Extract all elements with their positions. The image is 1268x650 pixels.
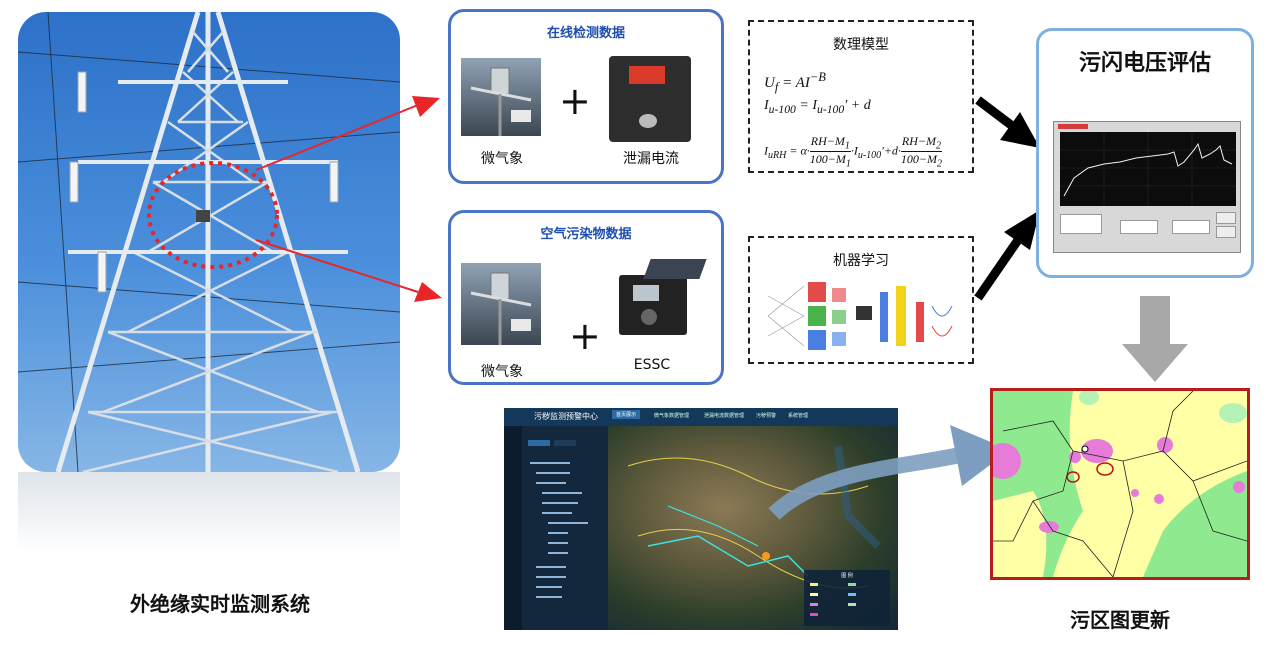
map-caption: 污区图更新 [1070,608,1170,632]
air-pollution-box: 空气污染物数据 + 微气象 ESSC [448,210,724,385]
micro-weather-photo-2 [461,263,541,345]
highlight-circle [147,161,279,269]
math-model-box: 数理模型 Uf = AI−B Iu-100 = Iu-100′ + d IuRH… [748,20,974,173]
monitoring-platform-screenshot: 污秽监测预警中心 首页展示 微气象数据管理 泄漏电流数据管理 污秽预警 系统管理 [504,408,898,630]
plus-sign: + [559,79,591,123]
leakage-current-device [609,56,691,142]
micro-weather-photo [461,58,541,136]
platform-nav-4[interactable]: 系统管理 [788,413,809,419]
air-item2-label: ESSC [633,357,671,373]
platform-header: 污秽监测预警中心 首页展示 微气象数据管理 泄漏电流数据管理 污秽预警 系统管理 [504,408,898,426]
pollution-zone-map [990,388,1250,580]
formula-1: Uf = AI−B [764,70,826,94]
online-item1-label: 微气象 [481,151,523,167]
ml-network-diagram [767,282,953,350]
platform-title: 污秽监测预警中心 [534,412,598,421]
platform-tree-panel [522,426,608,630]
platform-legend-title: 图 例 [841,573,853,579]
online-item2-label: 泄漏电流 [623,151,679,167]
tower-photo [18,12,400,472]
flashover-evaluation-box: 污闪电压评估 [1036,28,1254,278]
tower-reflection [18,472,400,552]
platform-nav-3[interactable]: 污秽预警 [756,413,777,419]
air-pollution-title: 空气污染物数据 [540,227,632,242]
formula-2: Iu-100 = Iu-100′ + d [764,98,871,116]
evaluation-software-screenshot [1053,121,1241,253]
machine-learning-title: 机器学习 [833,253,889,269]
platform-satellite-map: 图 例 [608,426,898,630]
flashover-evaluation-title: 污闪电压评估 [1078,51,1211,76]
platform-nav-2[interactable]: 泄漏电流数据管理 [704,413,745,419]
math-model-title: 数理模型 [833,37,889,53]
plus-sign-2: + [569,314,601,358]
platform-nav-0[interactable]: 首页展示 [612,410,641,419]
essc-device [619,275,687,335]
online-data-box: 在线检测数据 + 微气象 泄漏电流 [448,9,724,184]
platform-sidebar [504,426,522,630]
online-data-title: 在线检测数据 [546,26,625,41]
air-item1-label: 微气象 [481,364,523,380]
platform-legend: 图 例 [804,570,890,626]
tower-lattice-graphic [18,12,400,472]
tower-caption: 外绝缘实时监测系统 [130,592,310,616]
platform-nav-1[interactable]: 微气象数据管理 [654,413,690,419]
gray-down-arrow [1122,296,1188,382]
evaluation-plot-area [1060,132,1236,206]
machine-learning-box: 机器学习 [748,236,974,364]
